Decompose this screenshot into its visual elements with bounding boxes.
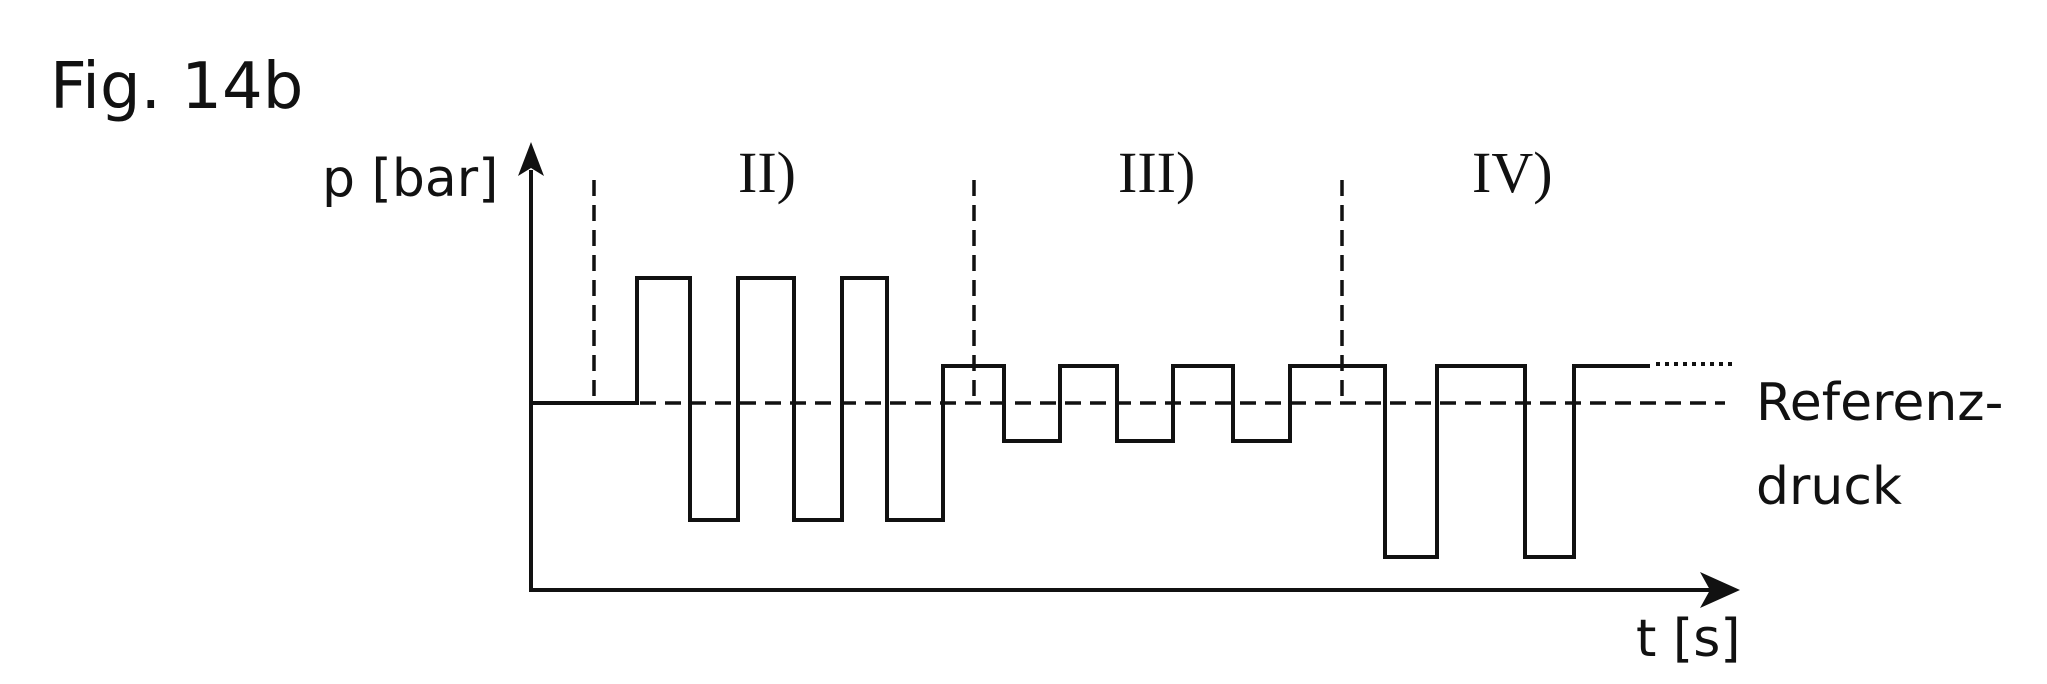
phase-label-IV: IV) [1472, 140, 1553, 205]
x-axis-arrowhead [1700, 572, 1740, 608]
y-axis-arrowhead [518, 142, 544, 176]
x-axis-label: t [s] [1636, 609, 1741, 669]
figure-label: Fig. 14b [50, 50, 303, 124]
phase-label-III: III) [1118, 140, 1195, 205]
reference-label-line2: druck [1756, 457, 1902, 517]
reference-label-line1: Referenz- [1756, 373, 2003, 433]
y-axis-label: p [bar] [322, 149, 498, 209]
phase-label-II: II) [738, 140, 796, 205]
pressure-signal [531, 276, 1650, 559]
axes [518, 142, 1740, 608]
